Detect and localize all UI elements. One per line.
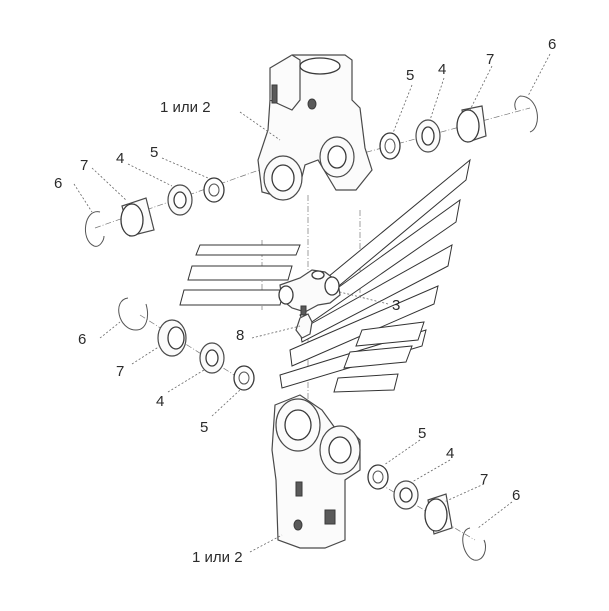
label-top-right-ring: 4 xyxy=(438,61,446,78)
label-top-right-bearing: 7 xyxy=(486,51,494,68)
bottom-fork xyxy=(271,394,361,549)
mid-left-parts xyxy=(118,297,255,391)
cross-and-chevrons xyxy=(179,158,471,393)
label-grease-fitting: 8 xyxy=(236,327,244,344)
label-bottom-right-bearing: 7 xyxy=(480,471,488,488)
label-bottom-right-seal: 5 xyxy=(418,425,426,442)
top-fork xyxy=(257,54,373,201)
label-top-right-seal: 5 xyxy=(406,67,414,84)
grease-fitting xyxy=(295,305,313,339)
label-mid-left-seal: 5 xyxy=(200,419,208,436)
top-left-parts xyxy=(85,177,225,247)
label-cross: 3 xyxy=(392,297,400,314)
label-bottom-fork: 1 или 2 xyxy=(192,549,243,566)
label-bottom-right-circlip: 6 xyxy=(512,487,520,504)
label-top-left-circlip: 6 xyxy=(54,175,62,192)
label-top-left-ring: 4 xyxy=(116,150,124,167)
bottom-right-parts xyxy=(367,464,487,561)
label-top-right-circlip: 6 xyxy=(548,36,556,53)
label-mid-left-ring: 4 xyxy=(156,393,164,410)
leader-lines xyxy=(73,53,551,553)
top-right-parts xyxy=(379,95,538,160)
label-top-left-seal: 5 xyxy=(150,144,158,161)
part-labels: 1 или 2 5 4 7 6 6 7 4 5 3 8 6 7 4 5 1 ил… xyxy=(54,36,556,566)
label-mid-left-circlip: 6 xyxy=(78,331,86,348)
label-top-left-bearing: 7 xyxy=(80,157,88,174)
label-bottom-right-ring: 4 xyxy=(446,445,454,462)
label-top-fork: 1 или 2 xyxy=(160,99,211,116)
label-mid-left-bearing: 7 xyxy=(116,363,124,380)
